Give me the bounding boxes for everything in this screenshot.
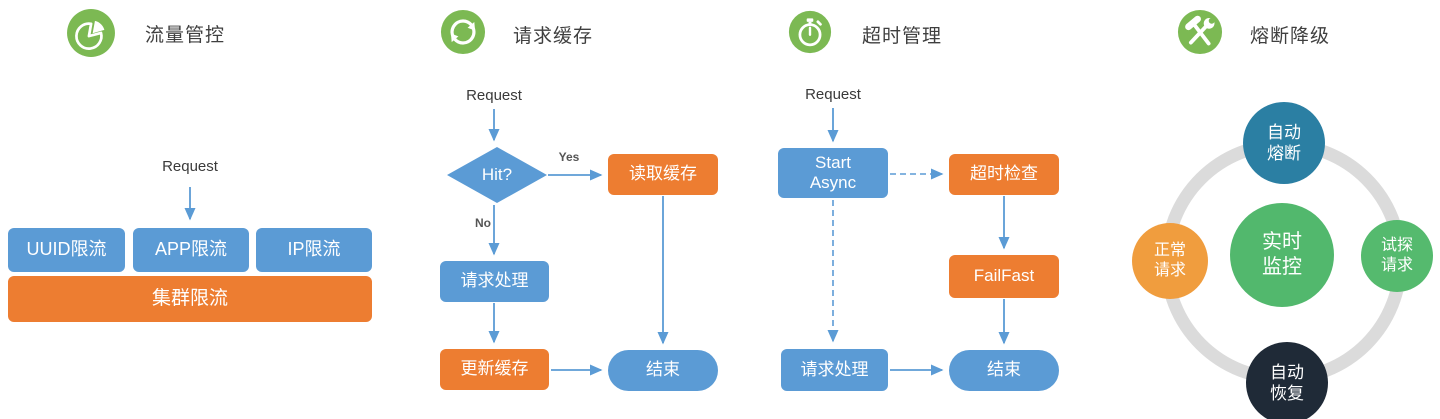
probe-request-circle: 试探 请求 bbox=[1361, 220, 1433, 292]
auto-break-line2: 熔断 bbox=[1267, 144, 1301, 163]
start-async-box: Start Async bbox=[778, 148, 888, 198]
stopwatch-icon bbox=[788, 10, 832, 54]
section-title-circuit: 熔断降级 bbox=[1250, 26, 1331, 47]
sync-icon bbox=[440, 9, 486, 55]
uuid-limit-box: UUID限流 bbox=[8, 228, 125, 272]
probe-request-line1: 试探 bbox=[1380, 237, 1413, 254]
auto-recover-circle: 自动 恢复 bbox=[1246, 342, 1328, 419]
section-title-timeout: 超时管理 bbox=[862, 26, 943, 47]
update-cache-box: 更新缓存 bbox=[440, 349, 549, 390]
normal-request-line1: 正常 bbox=[1153, 242, 1186, 259]
timeout-check-box: 超时检查 bbox=[949, 154, 1059, 195]
section-title-cache: 请求缓存 bbox=[513, 26, 594, 47]
start-async-line2: Async bbox=[809, 173, 857, 192]
start-async-line1: Start bbox=[815, 152, 851, 172]
process-request-box-cache: 请求处理 bbox=[440, 261, 549, 302]
tools-icon bbox=[1177, 9, 1223, 55]
app-limit-box: APP限流 bbox=[133, 228, 249, 272]
read-cache-box: 读取缓存 bbox=[608, 154, 718, 195]
request-label-traffic: Request bbox=[162, 158, 218, 175]
probe-request-line2: 请求 bbox=[1380, 257, 1413, 274]
no-label: No bbox=[475, 216, 491, 230]
yes-label: Yes bbox=[558, 150, 580, 164]
ip-limit-box: IP限流 bbox=[256, 228, 372, 272]
auto-break-circle: 自动 熔断 bbox=[1243, 102, 1325, 184]
realtime-monitor-line1: 实时 bbox=[1262, 231, 1302, 253]
auto-recover-line1: 自动 bbox=[1270, 362, 1304, 382]
realtime-monitor-line2: 监控 bbox=[1262, 256, 1302, 278]
failfast-box: FailFast bbox=[949, 255, 1059, 298]
end-pill-cache: 结束 bbox=[608, 350, 718, 391]
normal-request-circle: 正常 请求 bbox=[1132, 223, 1208, 299]
section-title-traffic: 流量管控 bbox=[145, 25, 226, 46]
end-pill-timeout: 结束 bbox=[949, 350, 1059, 391]
normal-request-line2: 请求 bbox=[1153, 262, 1186, 279]
auto-break-line1: 自动 bbox=[1267, 122, 1301, 142]
process-request-box-timeout: 请求处理 bbox=[781, 349, 888, 391]
pie-chart-icon bbox=[67, 9, 115, 57]
request-label-timeout: Request bbox=[805, 86, 861, 103]
realtime-monitor-circle: 实时 监控 bbox=[1230, 203, 1334, 307]
cluster-limit-box: 集群限流 bbox=[8, 276, 372, 322]
request-label-cache: Request bbox=[466, 87, 522, 104]
auto-recover-line2: 恢复 bbox=[1270, 384, 1304, 403]
